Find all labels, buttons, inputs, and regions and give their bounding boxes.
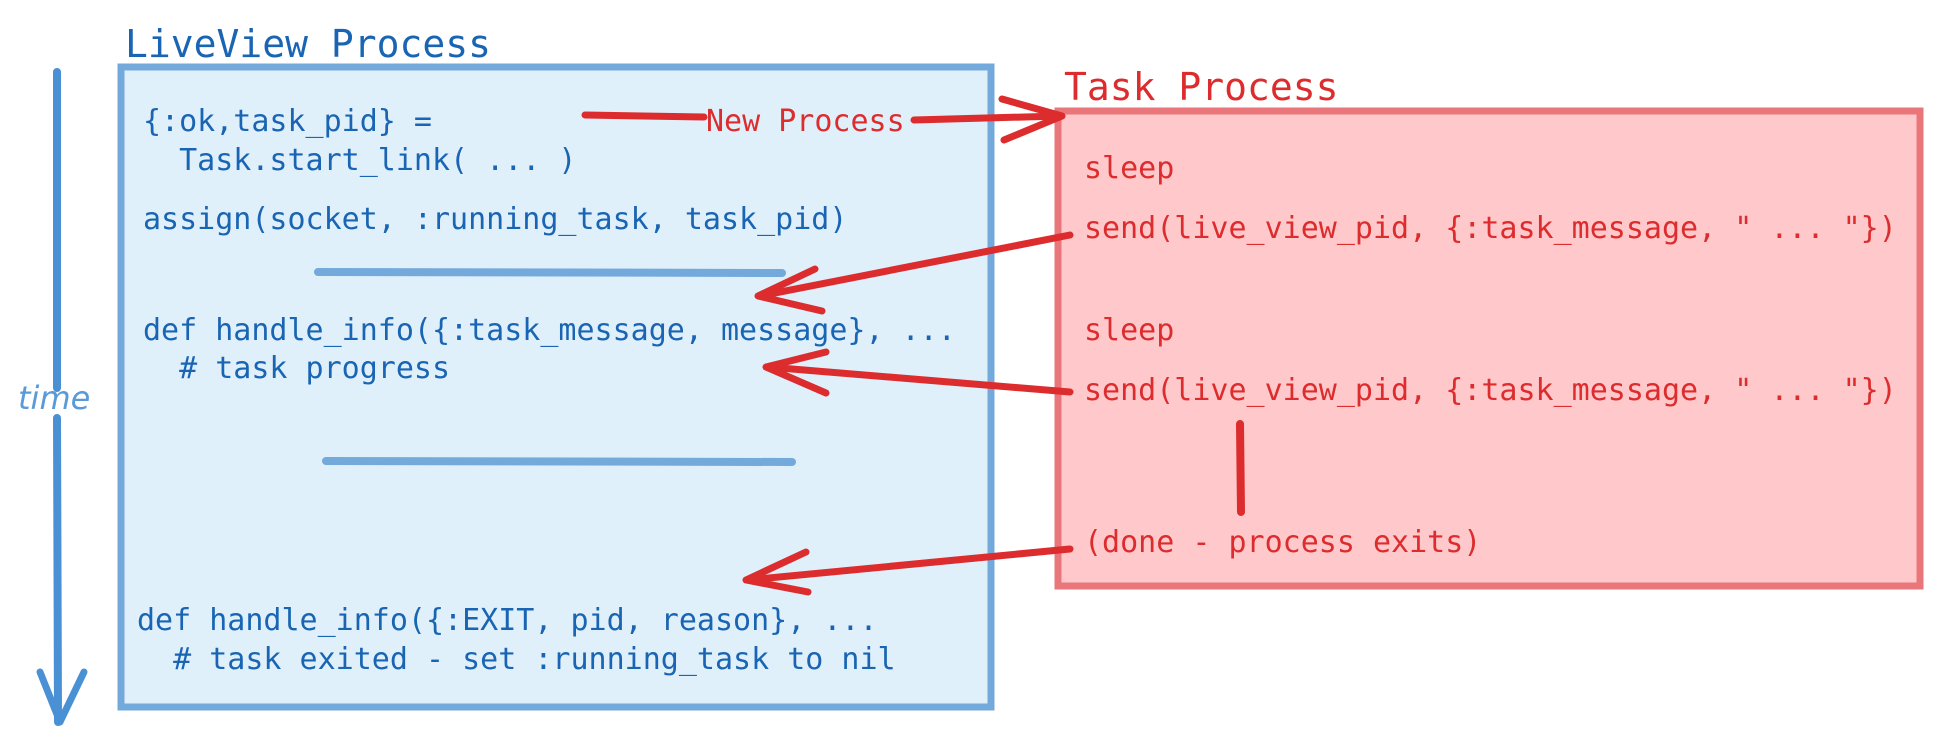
- task-process: Task Process sleep send(live_view_pid, {…: [1054, 65, 1924, 590]
- message-arrow-1: [756, 231, 1074, 300]
- task-process-title: Task Process: [1064, 65, 1339, 109]
- exit-arrow: [744, 545, 1074, 584]
- handle-info-exit-line2: # task exited - set :running_task to nil: [137, 642, 896, 677]
- task-sleep-1: sleep: [1084, 151, 1174, 186]
- message-arrowhead-2-icon: [762, 348, 830, 397]
- new-process-arrow: [581, 111, 1064, 124]
- task-start-line2: Task.start_link( ... ): [143, 143, 576, 178]
- time-axis-line: [53, 68, 62, 726]
- message-arrow-2: [764, 363, 1074, 396]
- new-process-arrowhead-icon: [998, 95, 1066, 144]
- assign-running-task: assign(socket, :running_task, task_pid): [143, 202, 847, 237]
- liveview-process-title: LiveView Process: [125, 22, 491, 66]
- task-send-2: send(live_view_pid, {:task_message, " ..…: [1084, 373, 1897, 408]
- task-start-line1: {:ok,task_pid} =: [143, 104, 432, 139]
- exit-arrowhead-icon: [742, 548, 812, 596]
- task-send-1: send(live_view_pid, {:task_message, " ..…: [1084, 211, 1897, 246]
- new-process-label: New Process: [706, 104, 905, 139]
- handle-info-task-message-line1: def handle_info({:task_message, message}…: [143, 313, 956, 348]
- time-axis: time: [18, 68, 90, 726]
- message-arrowhead-1-icon: [754, 265, 826, 315]
- task-sleep-2: sleep: [1084, 313, 1174, 348]
- divider-2: [322, 457, 796, 466]
- handle-info-task-message-line2: # task progress: [143, 351, 450, 386]
- liveview-process-box: [117, 63, 995, 711]
- arrows: New Process: [581, 95, 1074, 596]
- task-done: (done - process exits): [1084, 525, 1481, 560]
- divider-1: [314, 268, 786, 277]
- time-label: time: [18, 379, 90, 417]
- handle-info-exit-line1: def handle_info({:EXIT, pid, reason}, ..…: [137, 603, 878, 638]
- time-axis-arrowhead-icon: [36, 668, 88, 726]
- task-process-box: [1054, 107, 1924, 590]
- task-wait-line: [1236, 420, 1245, 516]
- liveview-process: LiveView Process {:ok,task_pid} = Task.s…: [117, 22, 995, 711]
